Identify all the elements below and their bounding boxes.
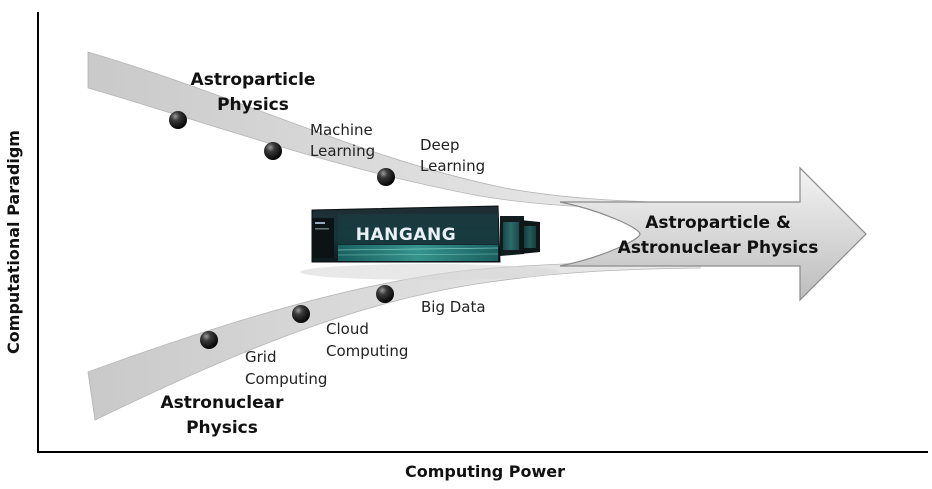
upper-stage2-line1: Deep bbox=[420, 136, 460, 154]
lower-stage1-line2: Computing bbox=[245, 370, 327, 388]
merged-label-line1: Astroparticle & bbox=[645, 213, 791, 233]
lower-title-line2: Physics bbox=[186, 418, 258, 438]
lower-stage2-line2: Computing bbox=[326, 342, 408, 360]
upper-stage2-line2: Learning bbox=[420, 157, 485, 175]
supercomputer-image bbox=[300, 205, 560, 280]
lower-stage1-line1: Grid bbox=[245, 348, 276, 366]
x-axis-title: Computing Power bbox=[405, 462, 565, 481]
lower-stage-ball-2 bbox=[292, 305, 310, 323]
upper-title-line2: Physics bbox=[217, 95, 289, 115]
supercomputer-name: HANGANG bbox=[356, 225, 456, 245]
lower-stage-ball-3 bbox=[376, 285, 394, 303]
lower-stage2-line1: Cloud bbox=[326, 320, 369, 338]
lower-stage3-label: Big Data bbox=[421, 298, 486, 316]
upper-stage-ball-2 bbox=[264, 142, 282, 160]
upper-stream-band bbox=[87, 51, 701, 210]
upper-stage-ball-1 bbox=[169, 111, 187, 129]
upper-stage-ball-3 bbox=[377, 168, 395, 186]
upper-title-line1: Astroparticle bbox=[191, 70, 316, 90]
merged-arrow bbox=[559, 166, 867, 302]
upper-stage1-line1: Machine bbox=[310, 121, 373, 139]
upper-stage1-line2: Learning bbox=[310, 142, 375, 160]
merged-label-line2: Astronuclear Physics bbox=[618, 238, 819, 258]
y-axis-title: Computational Paradigm bbox=[4, 130, 23, 354]
lower-title-line1: Astronuclear bbox=[161, 393, 285, 413]
lower-stage-ball-1 bbox=[200, 331, 218, 349]
